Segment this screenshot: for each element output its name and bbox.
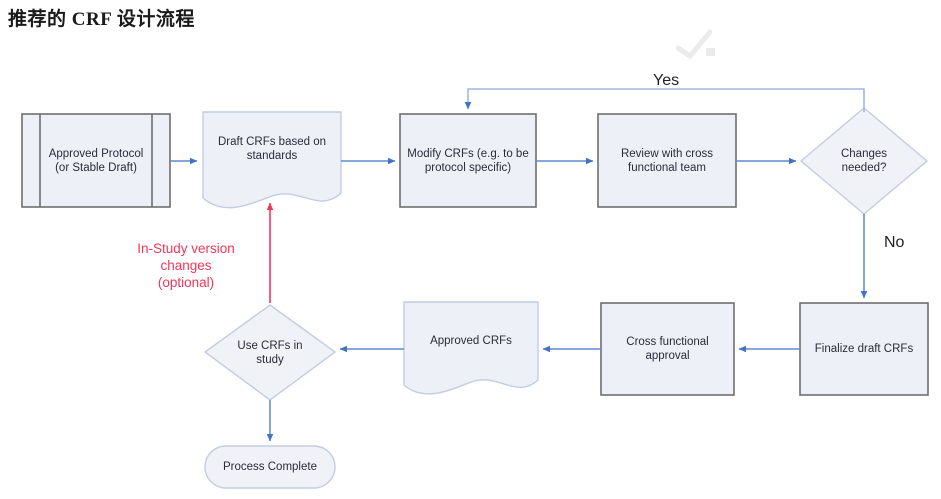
node-changes-needed-decision-shape[interactable]	[799, 107, 929, 215]
node-cross-functional-approval-shape[interactable]	[600, 302, 735, 396]
edge-changes-needed-yes-to-modify-crfs	[464, 88, 865, 112]
edge-label-yes: Yes	[653, 72, 680, 89]
annotation-line-2: changes	[160, 258, 212, 273]
node-modify-crfs-shape[interactable]	[399, 113, 537, 208]
annotation-line-1: In-Study version	[137, 241, 235, 256]
annotation-line-3: (optional)	[157, 275, 215, 290]
checkmark-cursor-artifact	[676, 29, 715, 59]
node-use-crfs-in-study-shape[interactable]	[203, 304, 337, 401]
node-approved-crfs-shape[interactable]	[403, 301, 539, 395]
node-finalize-draft-crfs-shape[interactable]	[799, 302, 929, 396]
page-title: 推荐的 CRF 设计流程	[8, 9, 195, 30]
node-draft-crfs-shape[interactable]	[202, 111, 342, 209]
node-process-complete-shape[interactable]	[204, 445, 336, 489]
edge-label-no: No	[884, 234, 905, 251]
annotation-in-study-version-changes: In-Study version changes (optional)	[112, 240, 260, 291]
node-review-with-cross-functional-team-shape[interactable]	[597, 113, 737, 208]
node-approved-protocol-shape[interactable]	[21, 113, 171, 208]
